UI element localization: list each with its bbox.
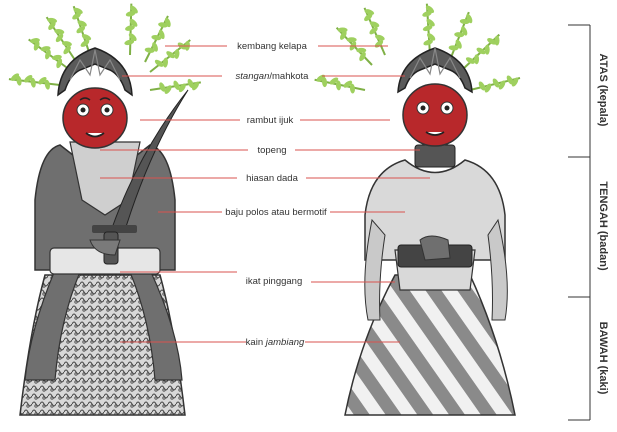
figure-left bbox=[8, 3, 201, 415]
label-mahkota: /mahkota bbox=[269, 71, 309, 82]
label-rambut-ijuk: rambut ijuk bbox=[247, 115, 294, 126]
section-bawah: BAWAH (kaki) bbox=[597, 322, 609, 395]
label-stangan-italic: stangan bbox=[236, 71, 270, 82]
chest-ornament-right bbox=[415, 145, 455, 167]
mask-left bbox=[63, 88, 127, 148]
label-hiasan-dada: hiasan dada bbox=[246, 173, 298, 184]
section-tengah: TENGAH (badan) bbox=[597, 181, 609, 271]
figure-right bbox=[313, 3, 520, 415]
label-topeng: topeng bbox=[257, 145, 286, 156]
label-baju: baju polos atau bermotif bbox=[225, 207, 327, 218]
mask-right bbox=[403, 84, 467, 146]
label-kembang-kelapa: kembang kelapa bbox=[237, 41, 307, 52]
section-atas: ATAS (kepala) bbox=[597, 54, 609, 127]
label-ikat-pinggang: ikat pinggang bbox=[246, 276, 303, 287]
labels: kembang kelapa stangan/mahkota rambut ij… bbox=[225, 41, 327, 348]
label-jambiang: jambiang bbox=[264, 337, 305, 348]
label-kain-jambiang: kain jambiang bbox=[246, 337, 305, 348]
label-kain: kain bbox=[246, 337, 266, 348]
section-bracket bbox=[568, 25, 590, 420]
label-stangan-mahkota: stangan/mahkota bbox=[236, 71, 310, 82]
